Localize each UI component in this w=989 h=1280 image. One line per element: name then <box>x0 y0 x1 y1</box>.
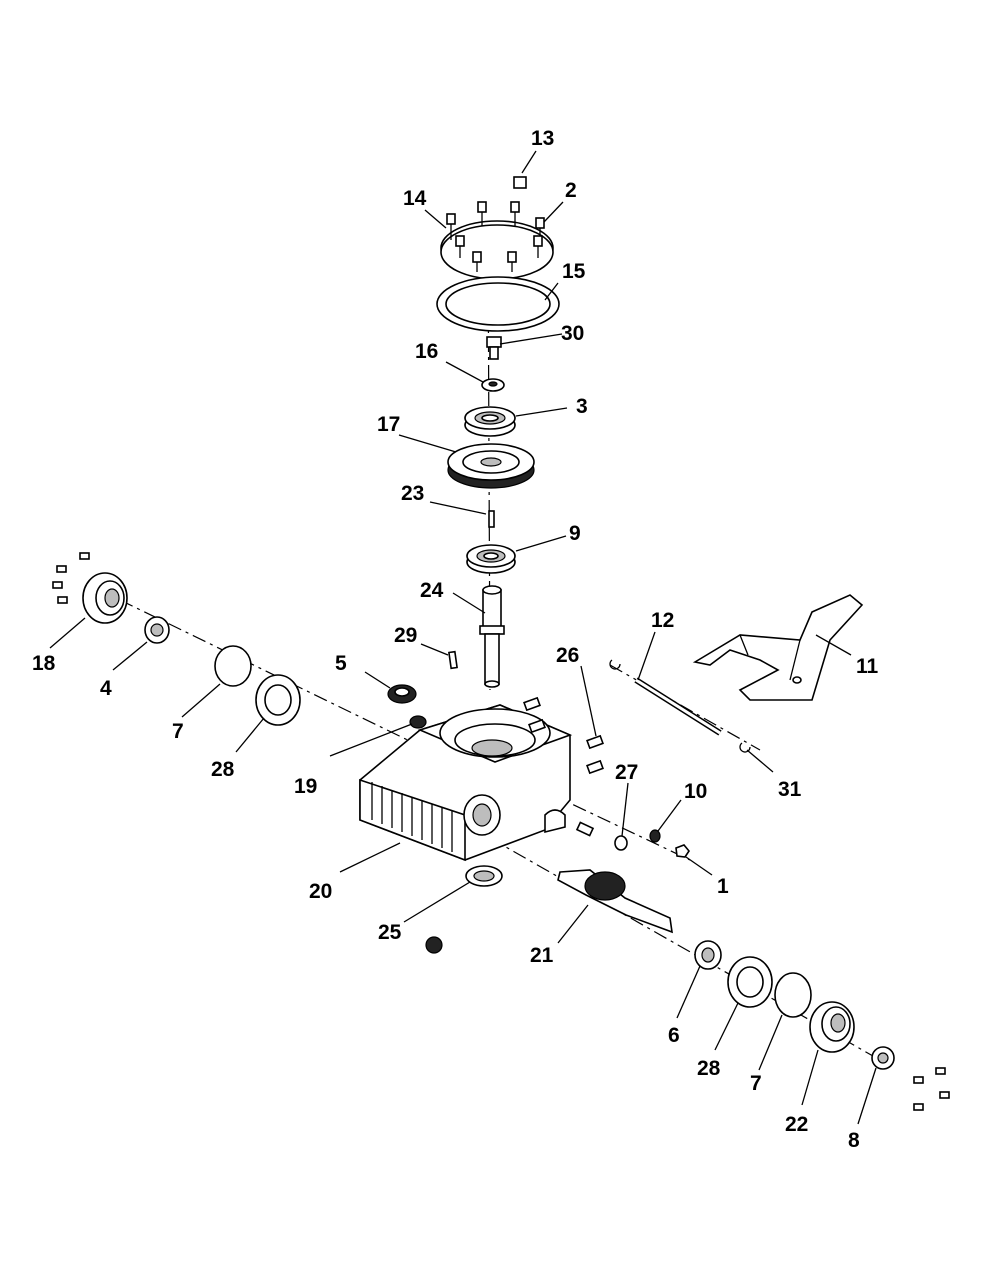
callout-7-right: 7 <box>750 1072 762 1095</box>
callout-15: 15 <box>562 260 586 283</box>
callout-26: 26 <box>556 644 579 667</box>
bearing-cap-8 <box>871 1046 895 1070</box>
callout-18: 18 <box>32 652 56 675</box>
gasket-28-left <box>255 674 301 726</box>
callout-20: 20 <box>309 880 332 903</box>
callout-21: 21 <box>530 944 554 967</box>
callout-17: 17 <box>377 413 400 436</box>
callout-12: 12 <box>651 609 674 632</box>
top-nut <box>513 176 527 189</box>
callout-13: 13 <box>531 127 554 150</box>
callout-29: 29 <box>394 624 417 647</box>
callout-11: 11 <box>856 655 879 678</box>
cooling-fins <box>371 782 453 852</box>
callout-19: 19 <box>294 775 317 798</box>
oil-seal <box>465 865 503 887</box>
callout-10: 10 <box>684 780 707 803</box>
vertical-shaft <box>479 585 505 688</box>
end-cap <box>809 1001 855 1053</box>
bearing-6 <box>694 940 722 970</box>
callout-labels: 1 2 3 4 5 6 7 7 8 9 10 11 12 13 14 15 16… <box>32 127 879 1152</box>
callout-16: 16 <box>415 340 438 363</box>
roll-pin <box>448 650 458 670</box>
washer-27 <box>614 835 628 851</box>
callout-28-left: 28 <box>211 758 235 781</box>
callout-3: 3 <box>576 395 588 418</box>
left-end-cap <box>82 572 128 624</box>
callout-28-right: 28 <box>697 1057 721 1080</box>
right-cap-screws <box>913 1067 950 1111</box>
callout-24: 24 <box>420 579 444 602</box>
callout-25: 25 <box>378 921 402 944</box>
callout-27: 27 <box>615 761 638 784</box>
callout-31: 31 <box>778 778 802 801</box>
top-cover-plate <box>440 201 554 280</box>
center-bolt <box>486 336 502 360</box>
drain-plug <box>425 936 443 954</box>
callout-4: 4 <box>100 677 112 700</box>
shaft-key <box>488 510 495 528</box>
washer <box>481 378 505 392</box>
cover-gasket <box>436 276 560 332</box>
left-cap-screws <box>52 552 90 604</box>
shift-rod <box>634 677 722 736</box>
bearing-4 <box>144 616 170 644</box>
callout-8: 8 <box>848 1129 860 1152</box>
o-ring-7-left <box>214 645 252 687</box>
retaining-clips <box>609 659 751 753</box>
lower-bearing <box>466 544 516 574</box>
callout-6: 6 <box>668 1024 680 1047</box>
worm-shaft <box>557 869 673 934</box>
callout-9: 9 <box>569 522 581 545</box>
callout-14: 14 <box>403 187 427 210</box>
callout-22: 22 <box>785 1113 808 1136</box>
leader-lines <box>49 150 877 1125</box>
dowel-pins <box>523 696 604 837</box>
lock-washer-10 <box>649 829 661 843</box>
callout-1: 1 <box>717 875 729 898</box>
callout-7-left: 7 <box>172 720 184 743</box>
upper-bearing <box>464 406 516 437</box>
shift-fork <box>692 594 864 701</box>
fill-plug <box>409 715 427 729</box>
gearbox-housing <box>359 704 573 862</box>
nut-1 <box>675 844 690 858</box>
callout-2: 2 <box>565 179 577 202</box>
callout-5: 5 <box>335 652 347 675</box>
worm-gear <box>447 443 535 489</box>
gasket-28-right <box>727 956 773 1008</box>
callout-30: 30 <box>561 322 584 345</box>
o-ring-7-right <box>774 972 812 1018</box>
callout-23: 23 <box>401 482 424 505</box>
bushing <box>387 684 417 704</box>
